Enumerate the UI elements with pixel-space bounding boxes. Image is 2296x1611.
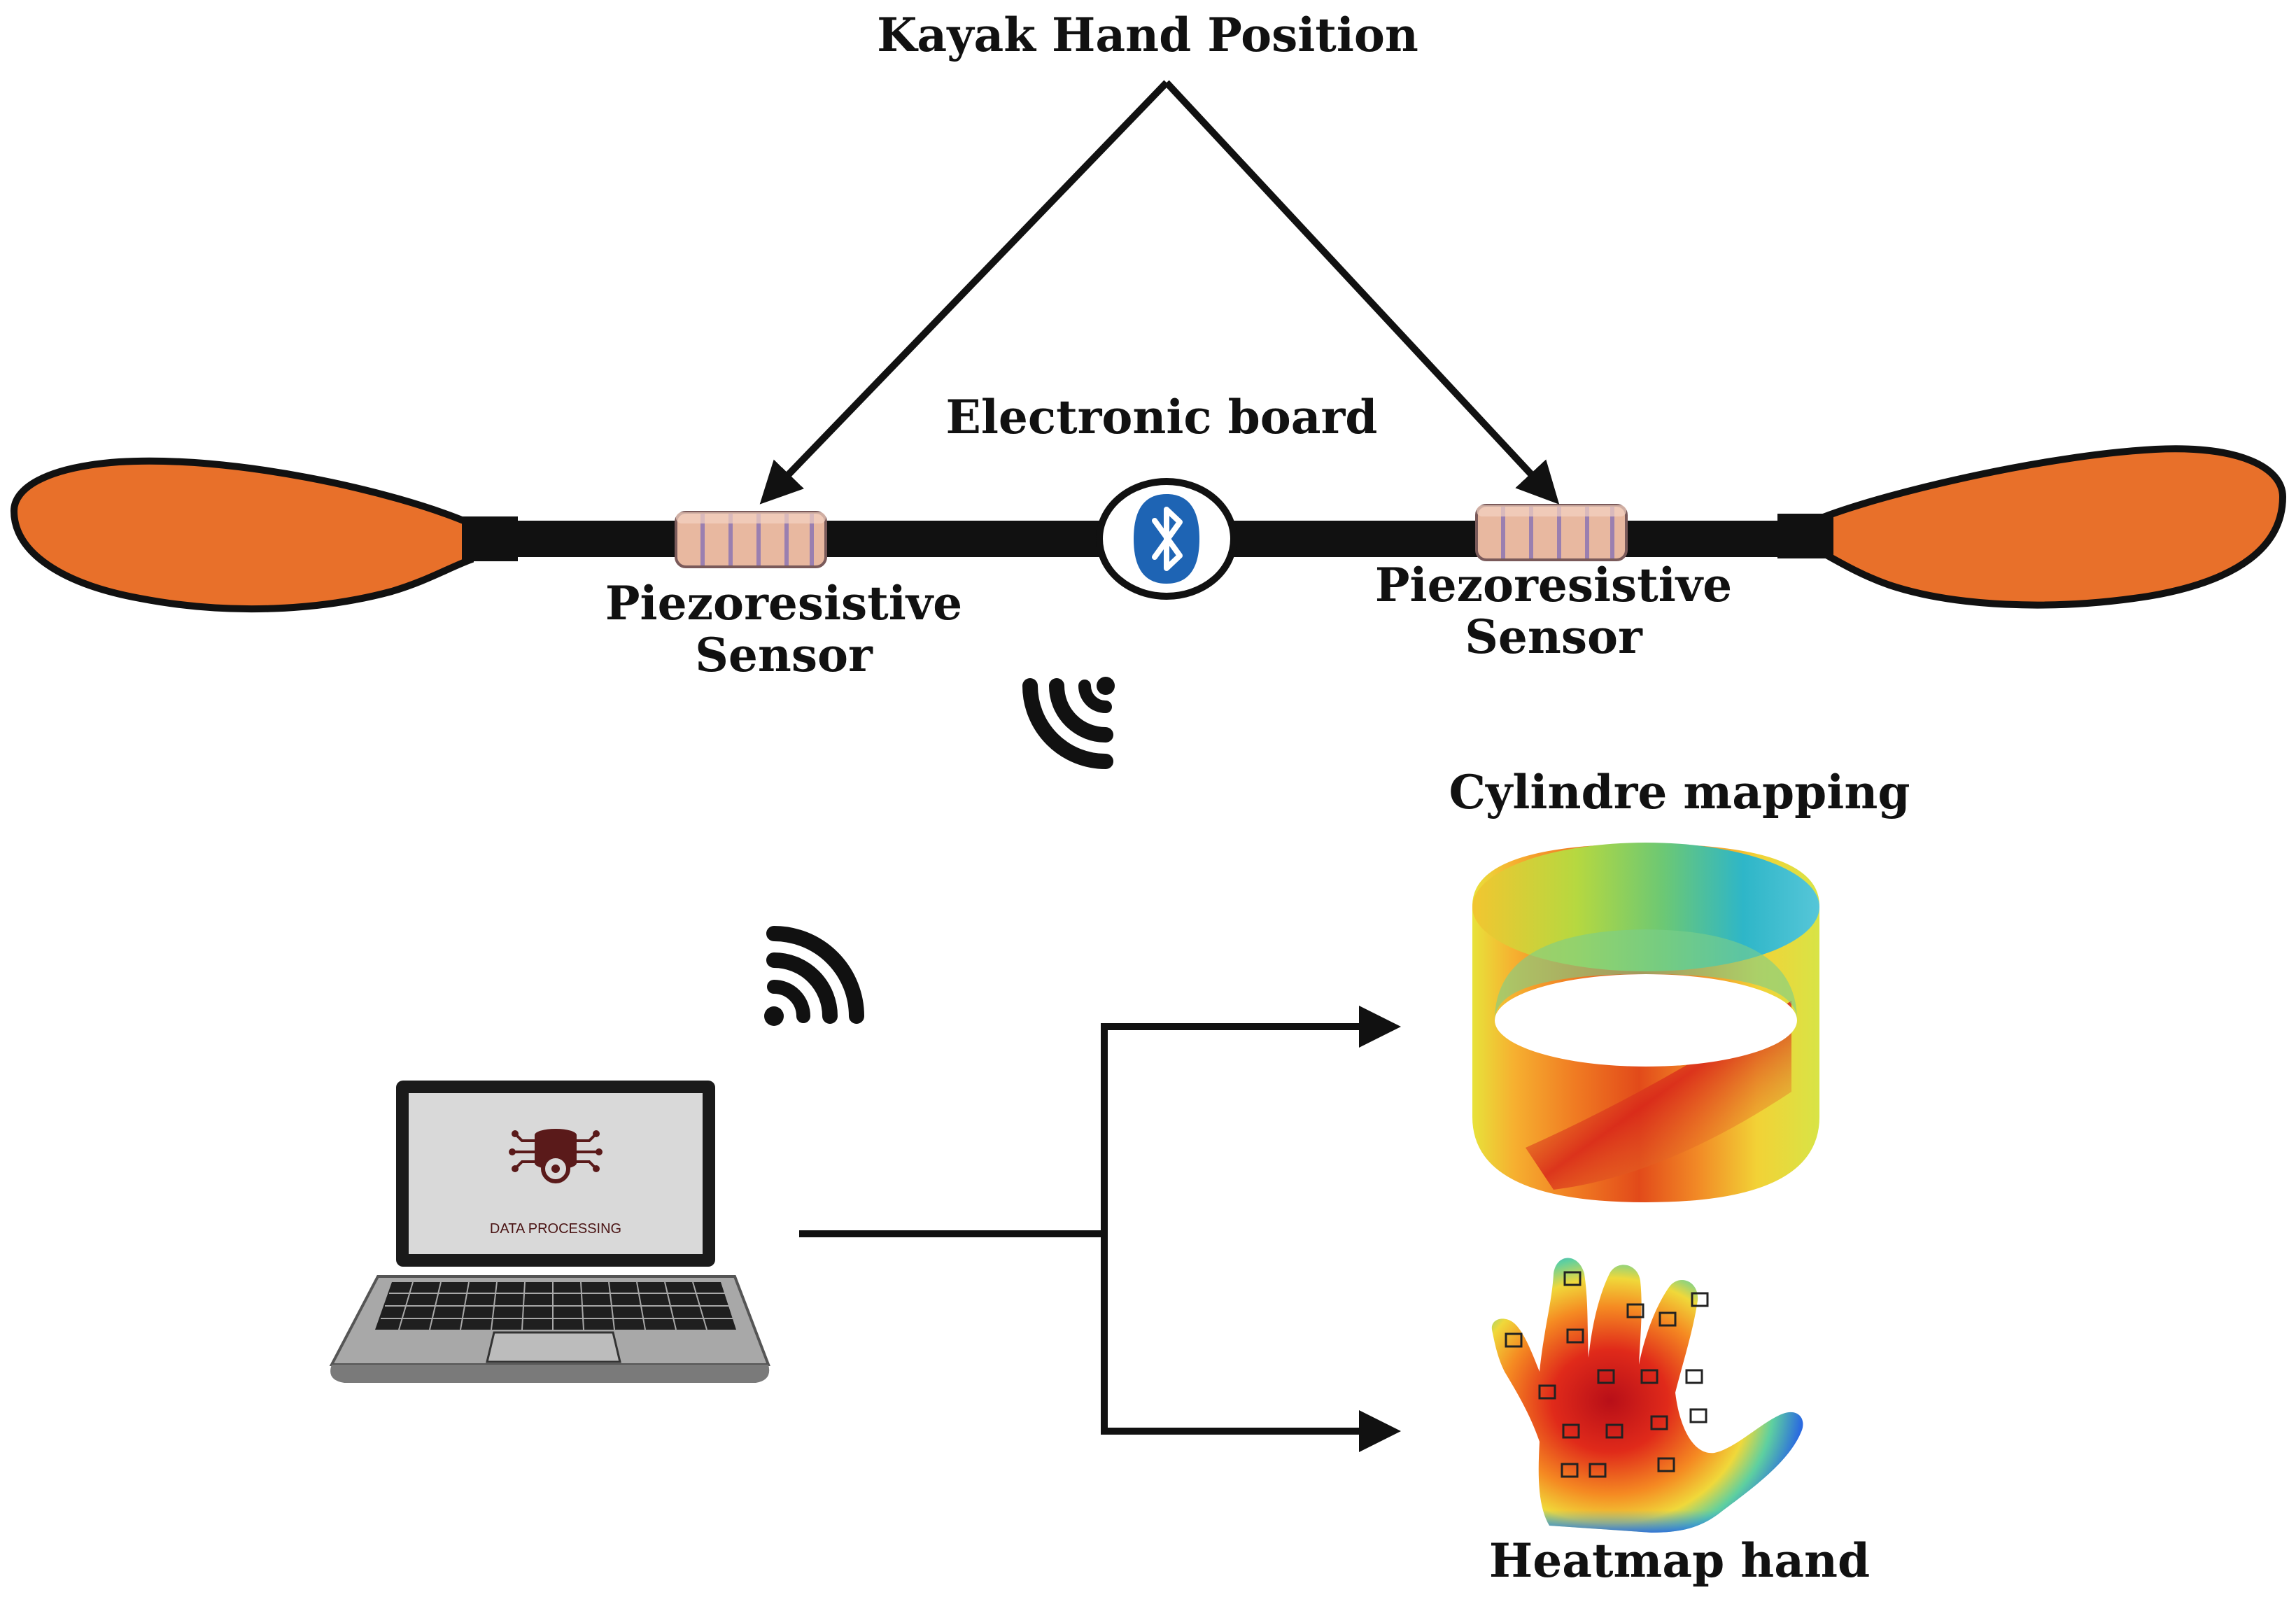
paddle-shaft-taper — [462, 516, 518, 561]
sensor-right-label: Piezoresistive Sensor — [1316, 558, 1791, 664]
cylinder-heatmap-icon — [1472, 843, 1819, 1202]
paddle-blade-icon — [10, 457, 474, 613]
bluetooth-icon — [1134, 494, 1199, 584]
wireless-signal-icon — [764, 926, 864, 1026]
sensor-left-line2: Sensor — [695, 627, 873, 682]
hand-heatmap-icon — [1491, 1258, 1803, 1533]
sensor-left-label: Piezoresistive Sensor — [546, 576, 1022, 682]
electronic-board-label: Electronic board — [945, 390, 1378, 444]
hand-position-arrows — [759, 80, 1560, 505]
piezoresistive-sensor-right — [1475, 504, 1628, 561]
sensor-right-line2: Sensor — [1465, 609, 1642, 664]
laptop-icon — [329, 1081, 770, 1383]
wireless-signal-icon — [1022, 677, 1115, 769]
database-gear-icon — [509, 1129, 603, 1183]
paddle-shaft-taper — [1777, 514, 1833, 558]
cylinder-mapping-label: Cylindre mapping — [1449, 765, 1910, 819]
diagram-title: Kayak Hand Position — [877, 8, 1418, 62]
sensor-left-line1: Piezoresistive — [605, 576, 963, 631]
output-connector — [799, 1006, 1401, 1452]
electronic-board — [1096, 478, 1237, 600]
laptop-screen-text: DATA PROCESSING — [490, 1221, 621, 1237]
paddle-blade-icon — [1822, 445, 2287, 609]
piezoresistive-sensor-left — [675, 511, 827, 568]
sensor-right-line1: Piezoresistive — [1374, 558, 1733, 612]
heatmap-hand-label: Heatmap hand — [1488, 1533, 1871, 1588]
